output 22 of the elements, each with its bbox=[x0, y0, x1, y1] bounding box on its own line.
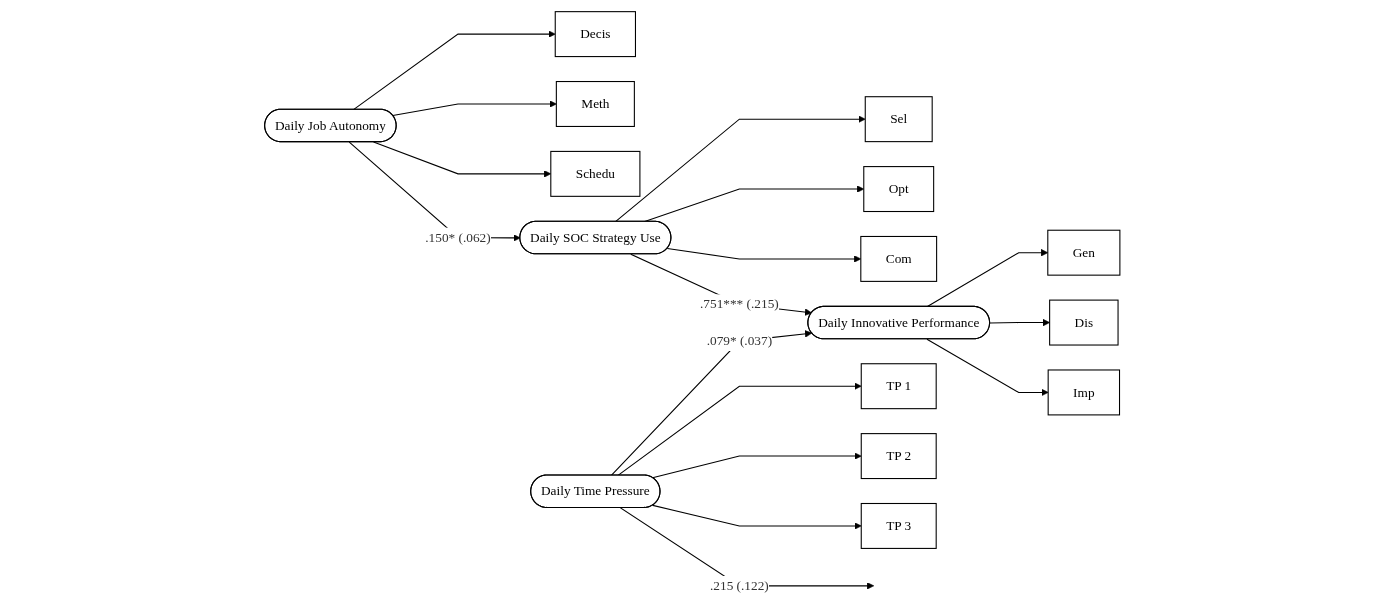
node-box: Imp bbox=[1047, 369, 1120, 416]
edge-label: .215 (.122) bbox=[709, 578, 769, 593]
node-box: Gen bbox=[1047, 229, 1121, 276]
arrow bbox=[926, 249, 1048, 308]
edge-label: .150* (.062) bbox=[424, 230, 491, 245]
node-box: Meth bbox=[555, 81, 635, 127]
node-box: Opt bbox=[862, 166, 934, 213]
node-box: TP 2 bbox=[860, 433, 937, 480]
arrow bbox=[989, 318, 1050, 327]
arrow bbox=[666, 248, 861, 263]
edge-label: .751*** (.215) bbox=[699, 296, 779, 311]
node-box: TP 1 bbox=[860, 363, 937, 410]
node-box: Com bbox=[860, 235, 937, 282]
arrow bbox=[610, 330, 812, 476]
node-box: Schedu bbox=[550, 150, 641, 197]
arrow bbox=[372, 141, 551, 178]
arrow bbox=[629, 253, 812, 316]
node-box: Dis bbox=[1048, 299, 1119, 346]
edge-label: .079* (.037) bbox=[706, 333, 772, 348]
node-box: TP 3 bbox=[860, 502, 937, 549]
node-box: Decis bbox=[554, 11, 636, 58]
node-box: Sel bbox=[864, 96, 933, 143]
